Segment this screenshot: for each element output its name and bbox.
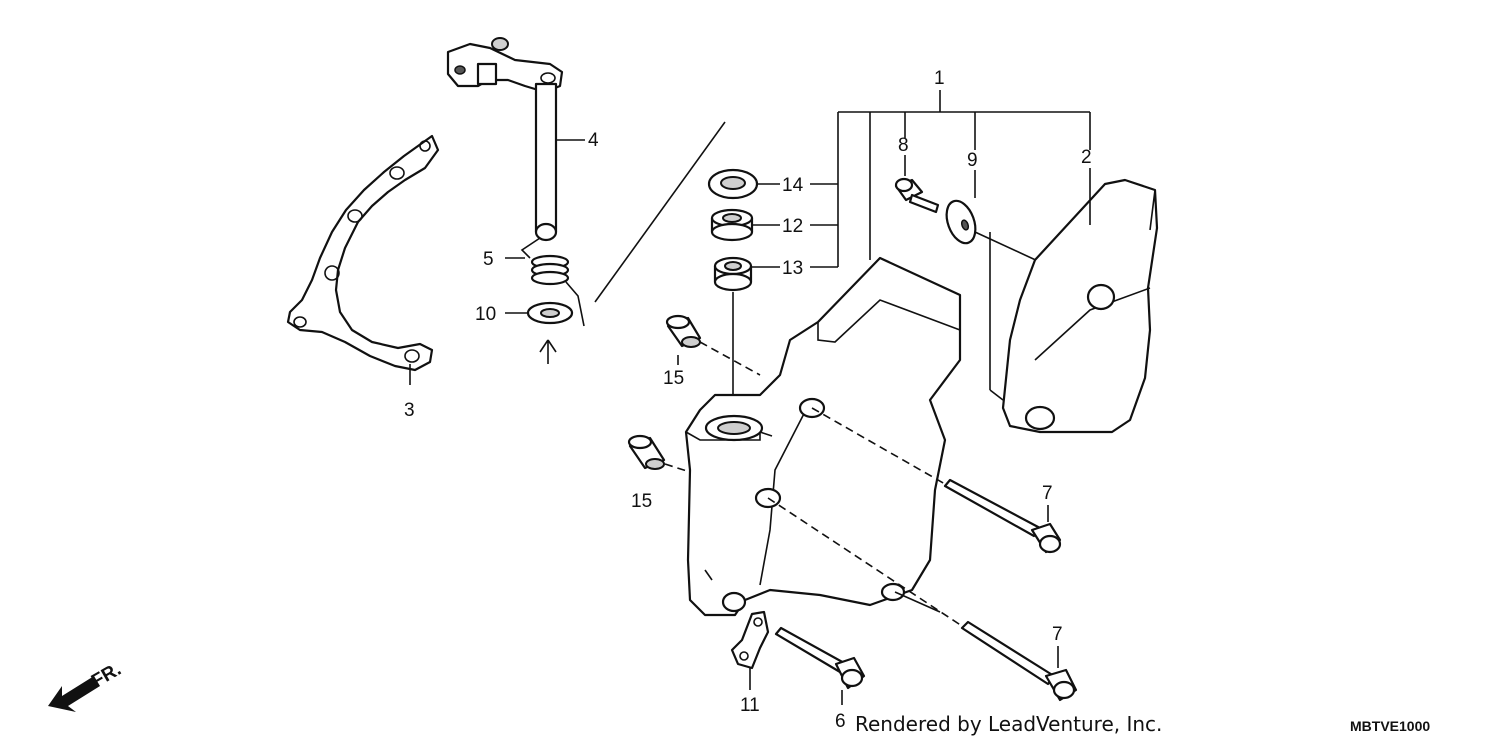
- footer-credit: Rendered by LeadVenture, Inc.: [855, 712, 1163, 736]
- callout-3[interactable]: 3: [404, 400, 415, 421]
- callout-9[interactable]: 9: [967, 150, 978, 171]
- callout-15-lower[interactable]: 15: [631, 491, 652, 512]
- part-8-bolt[interactable]: [894, 155, 940, 214]
- part-14-oil-seal[interactable]: [707, 168, 780, 200]
- callout-8[interactable]: 8: [898, 135, 909, 156]
- part-15-dowel-upper[interactable]: [665, 314, 761, 376]
- callout-10[interactable]: 10: [475, 304, 496, 325]
- part-15-dowel-lower[interactable]: [627, 434, 691, 473]
- part-12-bearing[interactable]: [710, 208, 780, 242]
- part-2-foam-pad[interactable]: [989, 168, 1159, 434]
- part-11-clamp[interactable]: [730, 610, 770, 690]
- callout-15-upper[interactable]: 15: [663, 368, 684, 389]
- part-1-cover-housing[interactable]: [684, 256, 962, 617]
- callout-1[interactable]: 1: [934, 68, 945, 89]
- part-7-bolt-lower[interactable]: [767, 497, 1078, 702]
- callout-2[interactable]: 2: [1081, 147, 1092, 168]
- part-7-bolt-upper[interactable]: [811, 407, 1062, 554]
- part-10-washer[interactable]: [505, 301, 574, 364]
- callout-13[interactable]: 13: [782, 258, 803, 279]
- callout-7-upper[interactable]: 7: [1042, 483, 1053, 504]
- callout-12[interactable]: 12: [782, 216, 803, 237]
- front-direction-arrow-icon: [48, 676, 100, 712]
- diagram-code: MBTVE1000: [1350, 718, 1431, 734]
- callout-1-bracket: [810, 90, 1091, 268]
- callout-14[interactable]: 14: [782, 175, 804, 196]
- callout-4[interactable]: 4: [588, 130, 599, 151]
- assembly-guide-line: [594, 121, 726, 303]
- callout-6[interactable]: 6: [835, 711, 846, 732]
- part-3-gasket[interactable]: [286, 134, 440, 385]
- callout-11[interactable]: 11: [740, 695, 760, 716]
- part-13-bearing[interactable]: [713, 256, 780, 420]
- part-4-shaft-arm[interactable]: [446, 37, 585, 242]
- callout-5[interactable]: 5: [483, 249, 494, 270]
- part-6-bolt[interactable]: [774, 626, 866, 705]
- part-9-washer[interactable]: [941, 170, 1041, 263]
- callout-7-lower[interactable]: 7: [1052, 624, 1063, 645]
- part-5-spring[interactable]: [505, 237, 585, 327]
